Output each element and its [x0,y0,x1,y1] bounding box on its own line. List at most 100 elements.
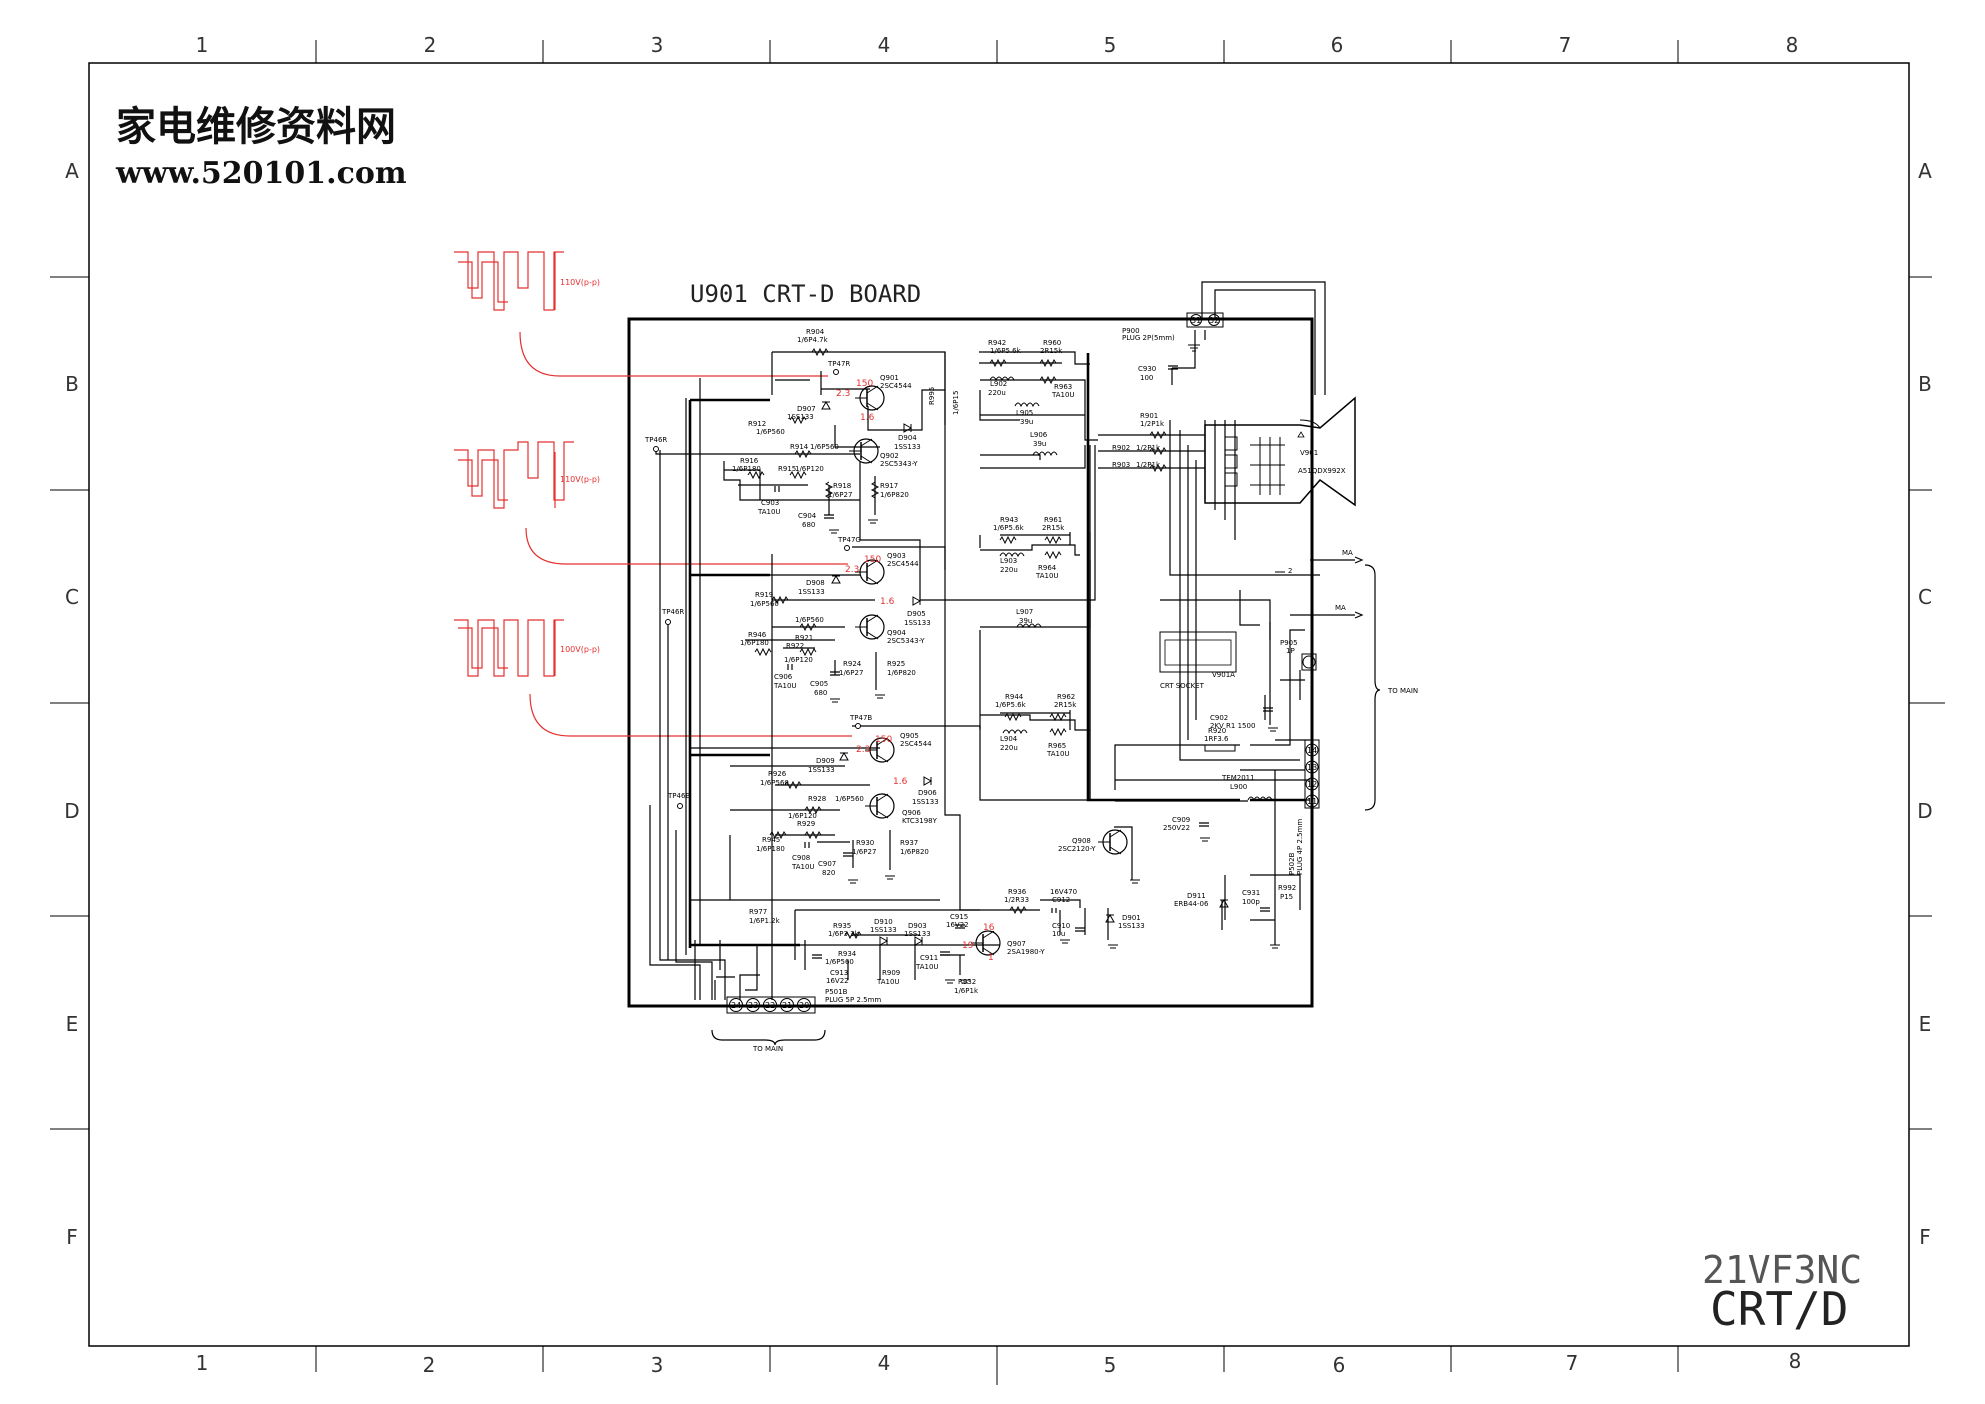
waveform-1-amplitude: 110V(p-p) [560,278,600,287]
r963-val: TA10U [1051,391,1075,399]
c906-val: TA10U [773,682,797,690]
r977-val: 1/6P1.2k [749,917,781,925]
r935-ref: R935 [833,922,851,930]
d911-ref: D911 [1187,892,1206,900]
q905-part: 2SC4544 [900,740,932,748]
grid-col-1-bottom: 1 [196,1351,209,1375]
c902-val: 2KV R1 1500 [1210,722,1255,730]
bottom-pin-21: 21 [782,1001,792,1010]
bottom-pin-20: 20 [799,1001,809,1010]
bottom-connector: 24 23 22 21 20 P501B PLUG 5P 2.5mm [726,988,881,1014]
c915-ref: C915 [950,913,968,921]
signal-to-main-right: TO MAIN [1387,687,1418,695]
tp46r-2-label: TP46R [661,608,684,616]
d909-part: 1SS133 [808,766,835,774]
capacitor-symbols [774,365,1273,959]
d908-ref: D908 [806,579,825,587]
grid-col-5: 5 [1104,33,1117,57]
d910-ref: D910 [874,918,893,926]
p905-terminal: P905 1P [1280,639,1317,671]
r918-val: 1/6P27 [828,491,852,499]
r930-ref: R930 [856,839,874,847]
c903-val: TA10U [757,508,781,516]
r935-val: 1/6P3.3k [828,930,860,938]
r936-val: 1/2R33 [1004,896,1029,904]
d901-part: 1SS133 [1118,922,1145,930]
transistor-q907: Q907 2SA1980-Y [971,930,1045,956]
p905-ref: P905 [1280,639,1298,647]
r909-ref: R909 [882,969,900,977]
c911-ref: C911 [920,954,938,962]
c903-ref: C903 [761,499,779,507]
r964-val: TA10U [1035,572,1059,580]
voltage-b-collector: 150 [875,735,892,745]
r903-val: 1/2P1k [1136,461,1161,469]
voltage-q907-emitter: 16 [983,923,995,933]
r942-ref: R942 [988,339,1006,347]
c913-val: 16V22 [826,977,849,985]
r943-ref: R943 [1000,516,1018,524]
inductor-labels: L902 220u L905 39u L906 39u L903 220u L9… [988,380,1255,791]
q906-part: KTC3198Y [902,817,938,825]
d907-part: 1SS133 [787,413,814,421]
grid-row-e-right: E [1919,1012,1932,1036]
tp47r-label: TP47R [827,360,850,368]
r903-ref: R903 [1112,461,1130,469]
r936-ref: R936 [1008,888,1027,896]
r924-ref: R924 [843,660,862,668]
tp46r-label: TP46R [644,436,667,444]
tp46b-label: TP46B [667,792,690,800]
grid-col-2-bottom: 2 [423,1353,436,1377]
r946-val: 1/6P180 [740,639,769,647]
right-pin-11: 11 [1307,797,1317,806]
r946-ref: R946 [748,631,767,639]
inductor-symbols [989,376,1273,802]
r914-val: 1/6P560 [810,443,839,451]
l900-ref: L900 [1230,783,1247,791]
d911-part: ERB44-06 [1174,900,1209,908]
grid-row-d: D [64,799,79,823]
voltage-q907-collector: 1 [988,953,994,963]
grid-col-7-bottom: 7 [1566,1351,1579,1375]
tp47b-label: TP47B [849,714,872,722]
d909-ref: D909 [816,757,835,765]
c902-ref: C902 [1210,714,1228,722]
r925-ref: R925 [887,660,905,668]
r965-ref: R965 [1048,742,1066,750]
r960-val: 2R15k [1040,347,1063,355]
model-section: CRT/D [1710,1282,1848,1336]
voltage-b-base: 2.3 [856,745,870,755]
r909-val: TA10U [876,978,900,986]
grid-row-b-right: B [1918,372,1932,396]
grid-col-1: 1 [196,33,209,57]
right-connector: 14 13 12 11 P502B PLUG 4P 2.5mm [1288,739,1320,875]
resistor-labels: R904 1/6P4.7k R912 1/6P560 R914 1/6P560 … [732,328,1296,995]
drawing-frame [88,62,1910,1347]
c912-val: 16V470 [1050,888,1077,896]
diode-labels: D907 1SS133 D904 1SS133 D908 1SS133 D905… [787,405,1209,938]
r929-val: 1/6P120 [788,812,817,820]
r944-ref: R944 [1005,693,1024,701]
l906-val: 39u [1033,440,1046,448]
grid-col-4: 4 [878,33,891,57]
d907-ref: D907 [797,405,816,413]
r917-ref: R917 [880,482,898,490]
q908-ref: Q908 [1072,837,1091,845]
waveform-2: 110V(p-p) [454,441,848,565]
crt-ref: V901 [1300,449,1318,457]
p900-desc: PLUG 2P(5mm) [1122,334,1175,342]
tp47g-label: TP47G [837,536,861,544]
bottom-pin-24: 24 [731,1001,741,1010]
q906-ref: Q906 [902,809,921,817]
c906-ref: C906 [774,673,793,681]
grid-row-labels-left: A B C D E F [64,159,79,1249]
r917-val: 1/6P820 [880,491,909,499]
r992-val: P15 [1280,893,1293,901]
q901-ref: Q901 [880,374,899,382]
l906-ref: L906 [1030,431,1048,439]
r932-val: 1/6P1k [954,987,979,995]
c904-val: 680 [802,521,815,529]
watermark-site-name: 家电维修资料网 [116,103,396,150]
r992-ref: R992 [1278,884,1296,892]
